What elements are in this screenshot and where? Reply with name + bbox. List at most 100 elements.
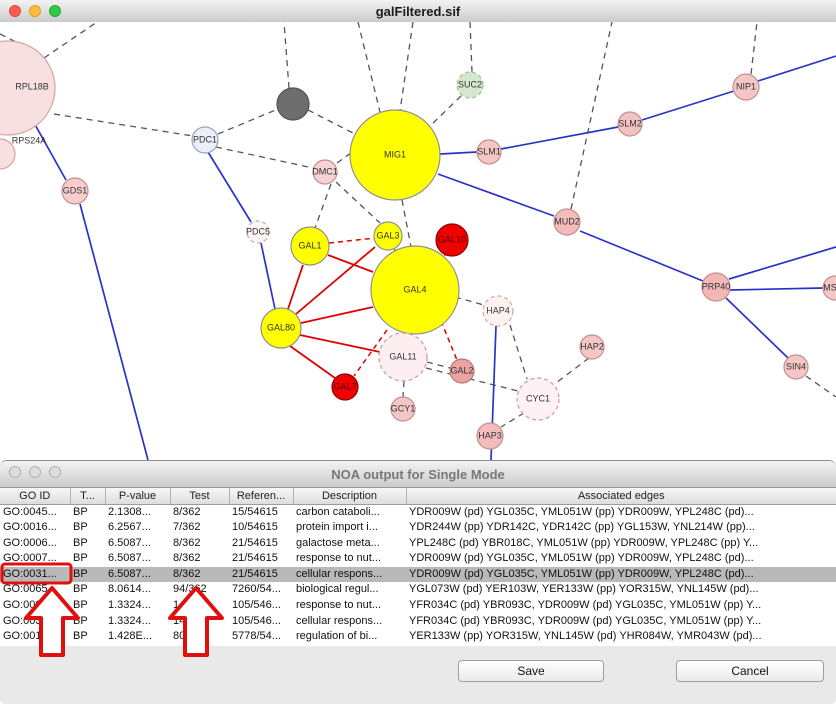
- node-gal80[interactable]: [260, 307, 302, 349]
- cancel-button[interactable]: Cancel: [676, 660, 824, 682]
- graph-edge-dashed[interactable]: [215, 146, 314, 169]
- node-gal2[interactable]: [449, 358, 475, 384]
- column-header-referen[interactable]: Referen...: [229, 488, 294, 505]
- graph-edge-dashed[interactable]: [53, 113, 194, 137]
- column-header-description[interactable]: Description: [293, 488, 407, 505]
- column-header-goid[interactable]: GO ID: [0, 488, 71, 505]
- graph-edge-red[interactable]: [299, 334, 381, 353]
- node-gal3[interactable]: [373, 221, 403, 251]
- graph-edge-dashed[interactable]: [454, 296, 485, 306]
- graph-edge-dashed[interactable]: [500, 412, 525, 428]
- zoom-button[interactable]: [49, 5, 61, 17]
- graph-edge-dashed[interactable]: [555, 357, 590, 384]
- graph-edge-red[interactable]: [287, 264, 304, 310]
- node-prp40[interactable]: [701, 272, 731, 302]
- node-rpl18b[interactable]: [0, 40, 56, 136]
- node-mig1[interactable]: [349, 109, 441, 201]
- graph-edge-red_dashed[interactable]: [440, 320, 458, 361]
- node-gds1[interactable]: [61, 177, 89, 205]
- graph-edge-dashed[interactable]: [402, 380, 405, 398]
- node-gcy1[interactable]: [390, 396, 416, 422]
- graph-edge-red_dashed[interactable]: [353, 329, 388, 377]
- node-gal1[interactable]: [290, 226, 330, 266]
- node-unlabeled[interactable]: [276, 87, 310, 121]
- close-button[interactable]: [9, 5, 21, 17]
- graph-edge-dashed[interactable]: [283, 22, 290, 89]
- node-rps24a[interactable]: [0, 138, 16, 170]
- graph-edge-dashed[interactable]: [805, 375, 836, 398]
- graph-edge-red_dashed[interactable]: [328, 237, 376, 244]
- graph-edge-blue[interactable]: [725, 297, 789, 359]
- save-button[interactable]: Save: [458, 660, 604, 682]
- node-pdc5[interactable]: [246, 220, 270, 244]
- node-gal4[interactable]: [370, 245, 460, 335]
- graph-edge-dashed[interactable]: [217, 108, 279, 135]
- close-button[interactable]: [9, 466, 21, 478]
- graph-edge-dashed[interactable]: [401, 199, 412, 248]
- node-label: GAL4: [403, 284, 426, 294]
- graph-edge-blue[interactable]: [641, 90, 735, 121]
- node-pdc1[interactable]: [191, 126, 219, 154]
- graph-edge-blue[interactable]: [757, 55, 836, 82]
- graph-edge-dashed[interactable]: [426, 361, 451, 369]
- node-gal7[interactable]: [331, 373, 359, 401]
- graph-edge-red[interactable]: [300, 306, 374, 324]
- graph-edge-dashed[interactable]: [43, 22, 98, 59]
- node-slm1[interactable]: [476, 139, 502, 165]
- graph-edge-red[interactable]: [295, 246, 376, 315]
- graph-edge-blue[interactable]: [500, 126, 619, 150]
- graph-edge-blue[interactable]: [79, 203, 149, 460]
- graph-edge-blue[interactable]: [579, 230, 704, 282]
- zoom-button[interactable]: [49, 466, 61, 478]
- graph-edge-blue[interactable]: [437, 173, 555, 217]
- graph-edge-dashed[interactable]: [425, 367, 519, 392]
- node-cyc1[interactable]: [516, 377, 560, 421]
- graph-edge-dashed[interactable]: [307, 109, 354, 134]
- graph-edge-blue[interactable]: [207, 151, 252, 223]
- graph-edge-dashed[interactable]: [429, 95, 462, 127]
- graph-edge-dashed[interactable]: [336, 149, 356, 164]
- graph-edge-dashed[interactable]: [750, 22, 758, 75]
- graph-edge-dashed[interactable]: [314, 183, 332, 229]
- graph-edge-dashed[interactable]: [469, 22, 473, 73]
- node-slm2[interactable]: [617, 111, 643, 137]
- column-header-test[interactable]: Test: [170, 488, 230, 505]
- graph-edge-red[interactable]: [327, 254, 374, 273]
- graph-edge-blue[interactable]: [439, 151, 478, 155]
- node-hap2[interactable]: [579, 334, 605, 360]
- node-nip1[interactable]: [732, 73, 760, 101]
- column-header-pvalue[interactable]: P-value: [105, 488, 171, 505]
- minimize-button[interactable]: [29, 5, 41, 17]
- node-gal11[interactable]: [378, 332, 428, 382]
- graph-edge-dashed[interactable]: [509, 324, 528, 380]
- table-cell: 7260/54...: [232, 583, 281, 596]
- graph-edge-dashed[interactable]: [570, 22, 613, 210]
- node-suc2[interactable]: [456, 71, 484, 99]
- graph-edge-dashed[interactable]: [399, 22, 414, 112]
- graph-edge-dashed[interactable]: [357, 22, 381, 113]
- graph-edge-blue[interactable]: [729, 287, 824, 291]
- node-msl1[interactable]: [822, 275, 836, 301]
- node-gal10[interactable]: [435, 223, 469, 257]
- graph-edge-red[interactable]: [289, 345, 336, 379]
- node-sin4[interactable]: [783, 354, 809, 380]
- column-header-associatededges[interactable]: Associated edges: [406, 488, 836, 505]
- graph-edge-blue[interactable]: [260, 242, 276, 310]
- graph-edge-blue[interactable]: [728, 246, 836, 280]
- node-mud2[interactable]: [553, 208, 581, 236]
- column-header-t[interactable]: T...: [70, 488, 106, 505]
- node-hap4[interactable]: [482, 295, 514, 327]
- minimize-button[interactable]: [29, 466, 41, 478]
- node-dmc1[interactable]: [312, 159, 338, 185]
- node-hap3[interactable]: [476, 422, 504, 450]
